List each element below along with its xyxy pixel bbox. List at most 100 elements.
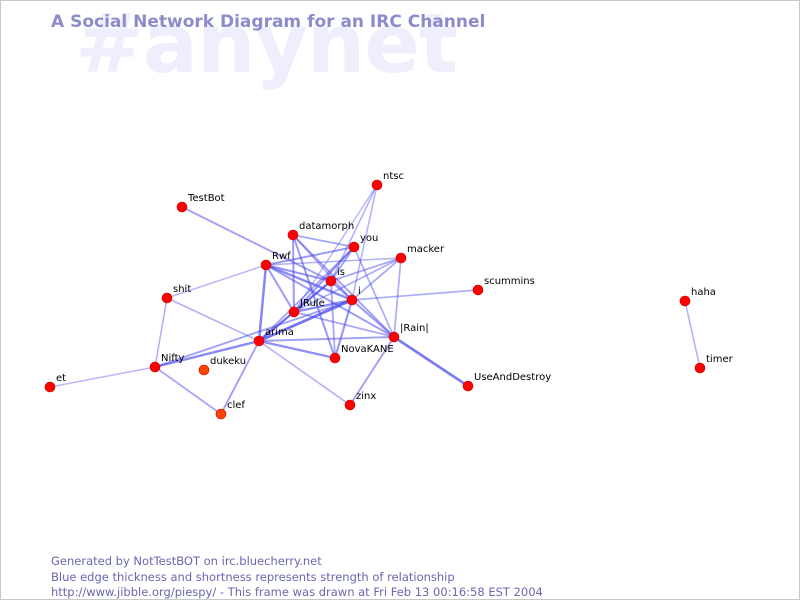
node-JRule[interactable]: JRule	[288, 298, 325, 318]
edge-datamorph-Rain	[292, 234, 395, 338]
node-marker[interactable]	[348, 241, 360, 253]
edge-TestBot-is	[181, 206, 332, 282]
node-label: TestBot	[187, 193, 225, 204]
node-marker[interactable]	[149, 361, 161, 373]
node-marker[interactable]	[215, 408, 227, 420]
node-et[interactable]: et	[44, 373, 66, 393]
footer-generated-by: Generated by NotTestBOT on irc.bluecherr…	[51, 554, 322, 568]
node-marker[interactable]	[344, 399, 356, 411]
node-marker[interactable]	[198, 364, 210, 376]
node-label: datamorph	[299, 221, 354, 232]
node-label: Nifty	[161, 353, 185, 364]
edge-datamorph-JRule	[291, 233, 296, 314]
node-you[interactable]: you	[348, 233, 378, 253]
edge-datamorph-you	[292, 234, 355, 248]
footer-source-timestamp: http://www.jibble.org/piespy/ - This fra…	[51, 585, 543, 599]
edge-haha-timer	[684, 300, 701, 369]
node-marker[interactable]	[472, 284, 484, 296]
node-macker[interactable]: macker	[395, 244, 445, 264]
node-clef[interactable]: clef	[215, 400, 245, 420]
edge-JRule-Rain	[293, 311, 395, 338]
node-timer[interactable]: timer	[694, 354, 734, 374]
node-label: i	[358, 286, 361, 297]
node-marker[interactable]	[462, 380, 474, 392]
node-label: clef	[227, 400, 245, 411]
node-label: scummins	[484, 276, 535, 287]
node-marker[interactable]	[329, 352, 341, 364]
node-TestBot[interactable]: TestBot	[176, 193, 225, 213]
node-zinx[interactable]: zinx	[344, 391, 376, 411]
node-marker[interactable]	[346, 294, 358, 306]
edge-is-NovaKANE	[330, 280, 336, 359]
edge-Rain-UseAndDestroy	[392, 335, 470, 388]
node-marker[interactable]	[395, 252, 407, 264]
node-UseAndDestroy[interactable]: UseAndDestroy	[462, 372, 551, 392]
edge-i-JRule	[292, 298, 354, 314]
node-datamorph[interactable]: datamorph	[287, 221, 354, 241]
edge-i-Nifty	[154, 299, 353, 368]
node-marker[interactable]	[176, 201, 188, 213]
node-shit[interactable]: shit	[161, 284, 191, 304]
edge-Rwf-i	[264, 263, 354, 302]
edge-you-Rain	[353, 246, 395, 338]
node-marker[interactable]	[161, 292, 173, 304]
node-label: zinx	[356, 391, 376, 402]
edge-Rwf-JRule	[264, 263, 296, 314]
node-marker[interactable]	[679, 295, 691, 307]
node-arima[interactable]: arima	[253, 327, 294, 347]
edge-you-Rwf	[264, 245, 356, 267]
node-Rain[interactable]: |Rain|	[388, 323, 429, 343]
footer-legend-note: Blue edge thickness and shortness repres…	[51, 570, 455, 584]
edge-i-Rain	[350, 298, 396, 339]
edge-arima-clef	[220, 340, 260, 415]
node-label: timer	[706, 354, 734, 365]
node-marker[interactable]	[44, 381, 56, 393]
node-marker[interactable]	[287, 229, 299, 241]
edge-you-is	[330, 246, 355, 282]
edge-arima-Nifty	[153, 339, 261, 369]
node-dukeku[interactable]: dukeku	[198, 356, 246, 376]
edge-macker-Rain	[393, 257, 402, 338]
node-Nifty[interactable]: Nifty	[149, 353, 185, 373]
node-marker[interactable]	[325, 275, 337, 287]
node-marker[interactable]	[288, 306, 300, 318]
edge-Nifty-clef	[154, 366, 222, 415]
node-haha[interactable]: haha	[679, 287, 716, 307]
node-i[interactable]: i	[346, 286, 361, 306]
node-label: JRule	[299, 298, 325, 309]
edge-JRule-arima	[257, 310, 296, 343]
node-marker[interactable]	[253, 335, 265, 347]
node-marker[interactable]	[694, 362, 706, 374]
node-marker[interactable]	[388, 331, 400, 343]
node-NovaKANE[interactable]: NovaKANE	[329, 344, 394, 364]
edge-Nifty-et	[49, 366, 156, 388]
node-scummins[interactable]: scummins	[472, 276, 535, 296]
edge-arima-NovaKANE	[257, 339, 337, 360]
edge-macker-Rwf	[265, 257, 402, 266]
node-marker[interactable]	[371, 179, 383, 191]
node-label: arima	[265, 327, 294, 338]
node-label: NovaKANE	[341, 344, 394, 355]
edge-Rain-arima	[258, 336, 395, 342]
edge-datamorph-i	[292, 234, 353, 301]
edge-Rwf-is	[264, 263, 333, 283]
node-ntsc[interactable]: ntsc	[371, 171, 404, 191]
node-label: dukeku	[210, 356, 246, 367]
node-label: macker	[407, 244, 445, 255]
edge-arima-shit	[166, 297, 260, 342]
node-Rwf[interactable]: Rwf	[260, 251, 291, 271]
node-is[interactable]: is	[325, 267, 345, 287]
channel-watermark: #anynet	[75, 0, 458, 92]
edge-i-arima	[257, 298, 354, 343]
node-label: et	[56, 373, 66, 384]
edges-layer	[49, 184, 701, 415]
edge-macker-is	[330, 257, 402, 282]
node-marker[interactable]	[260, 259, 272, 271]
edge-shit-Nifty	[154, 297, 168, 368]
edge-ntsc-JRule	[293, 184, 378, 313]
edge-macker-i	[351, 257, 402, 301]
edge-ntsc-i	[351, 184, 378, 301]
